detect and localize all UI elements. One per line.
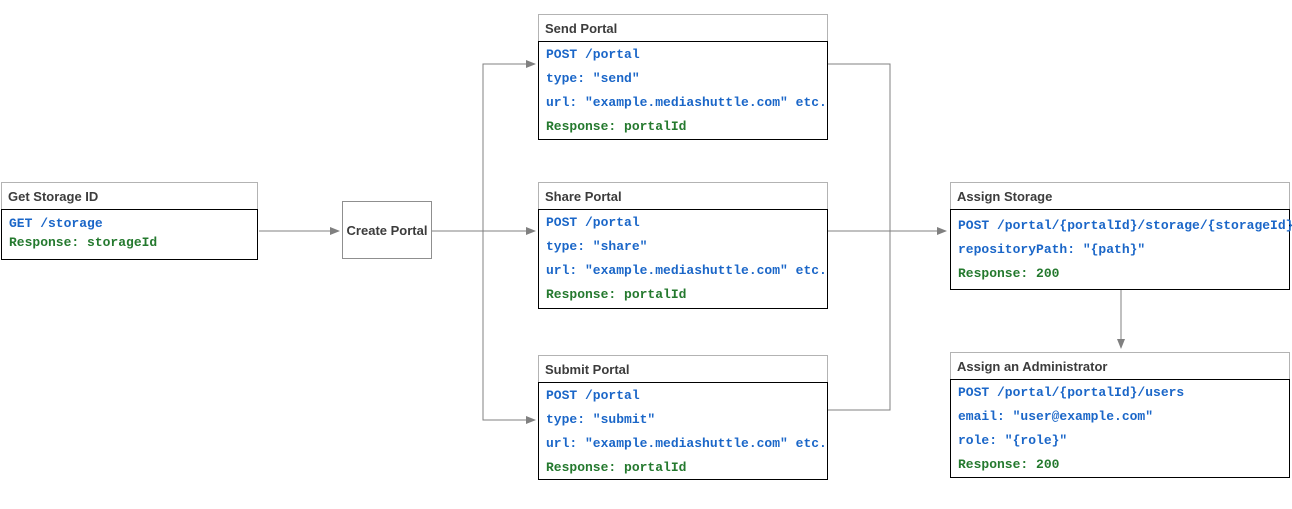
code-line-request: POST /portal <box>546 215 640 230</box>
code-line-request: type: "send" <box>546 71 640 86</box>
node-title-text: Create Portal <box>346 222 428 238</box>
code-line-request: POST /portal/{portalId}/users <box>958 385 1185 400</box>
connector-sendportal-merge <box>828 63 891 231</box>
node-create-portal: Create Portal <box>342 201 432 259</box>
connector-branch-to-submitportal <box>482 231 536 424</box>
node-title-text: Get Storage ID <box>8 188 99 204</box>
code-line-request: email: "user@example.com" <box>958 409 1154 424</box>
node-title-text: Send Portal <box>545 20 618 36</box>
connector-branch-to-sendportal <box>482 60 536 231</box>
code-line-response: Response: portalId <box>546 287 687 302</box>
node-send-portal: Send Portal POST /portal type: "send" ur… <box>538 14 828 140</box>
code-line-request: POST /portal <box>546 47 640 62</box>
node-get-storage-id: Get Storage ID GET /storage Response: st… <box>1 182 258 260</box>
code-line-response: Response: 200 <box>958 457 1060 472</box>
code-line-response: Response: 200 <box>958 266 1060 281</box>
code-line-request: repositoryPath: "{path}" <box>958 242 1146 257</box>
node-assign-storage-title: Assign Storage <box>950 182 1290 209</box>
code-line-response: Response: storageId <box>9 235 158 250</box>
node-title-text: Assign Storage <box>957 188 1053 204</box>
code-line-request: role: "{role}" <box>958 433 1068 448</box>
code-line-response: Response: portalId <box>546 119 687 134</box>
node-assign-storage: Assign Storage POST /portal/{portalId}/s… <box>950 182 1292 290</box>
node-assign-administrator: Assign an Administrator POST /portal/{po… <box>950 352 1290 478</box>
node-share-portal-title: Share Portal <box>538 182 828 209</box>
node-title-text: Submit Portal <box>545 361 630 377</box>
node-get-storage-id-title: Get Storage ID <box>1 182 258 209</box>
code-line-request: GET /storage <box>9 216 103 231</box>
code-line-request: type: "submit" <box>546 412 656 427</box>
code-line-response: Response: portalId <box>546 460 687 475</box>
node-title-text: Assign an Administrator <box>957 358 1108 374</box>
code-line-request: url: "example.mediashuttle.com" etc. <box>546 436 827 451</box>
node-share-portal: Share Portal POST /portal type: "share" … <box>538 182 828 309</box>
connector-submitportal-merge <box>828 231 891 411</box>
code-line-request: url: "example.mediashuttle.com" etc. <box>546 263 827 278</box>
node-submit-portal-title: Submit Portal <box>538 355 828 382</box>
node-submit-portal: Submit Portal POST /portal type: "submit… <box>538 355 828 480</box>
code-line-request: POST /portal <box>546 388 640 403</box>
code-line-request: type: "share" <box>546 239 648 254</box>
node-title-text: Share Portal <box>545 188 622 204</box>
node-send-portal-title: Send Portal <box>538 14 828 41</box>
node-assign-administrator-title: Assign an Administrator <box>950 352 1290 379</box>
code-line-request: POST /portal/{portalId}/storage/{storage… <box>958 218 1292 233</box>
code-line-request: url: "example.mediashuttle.com" etc. <box>546 95 827 110</box>
